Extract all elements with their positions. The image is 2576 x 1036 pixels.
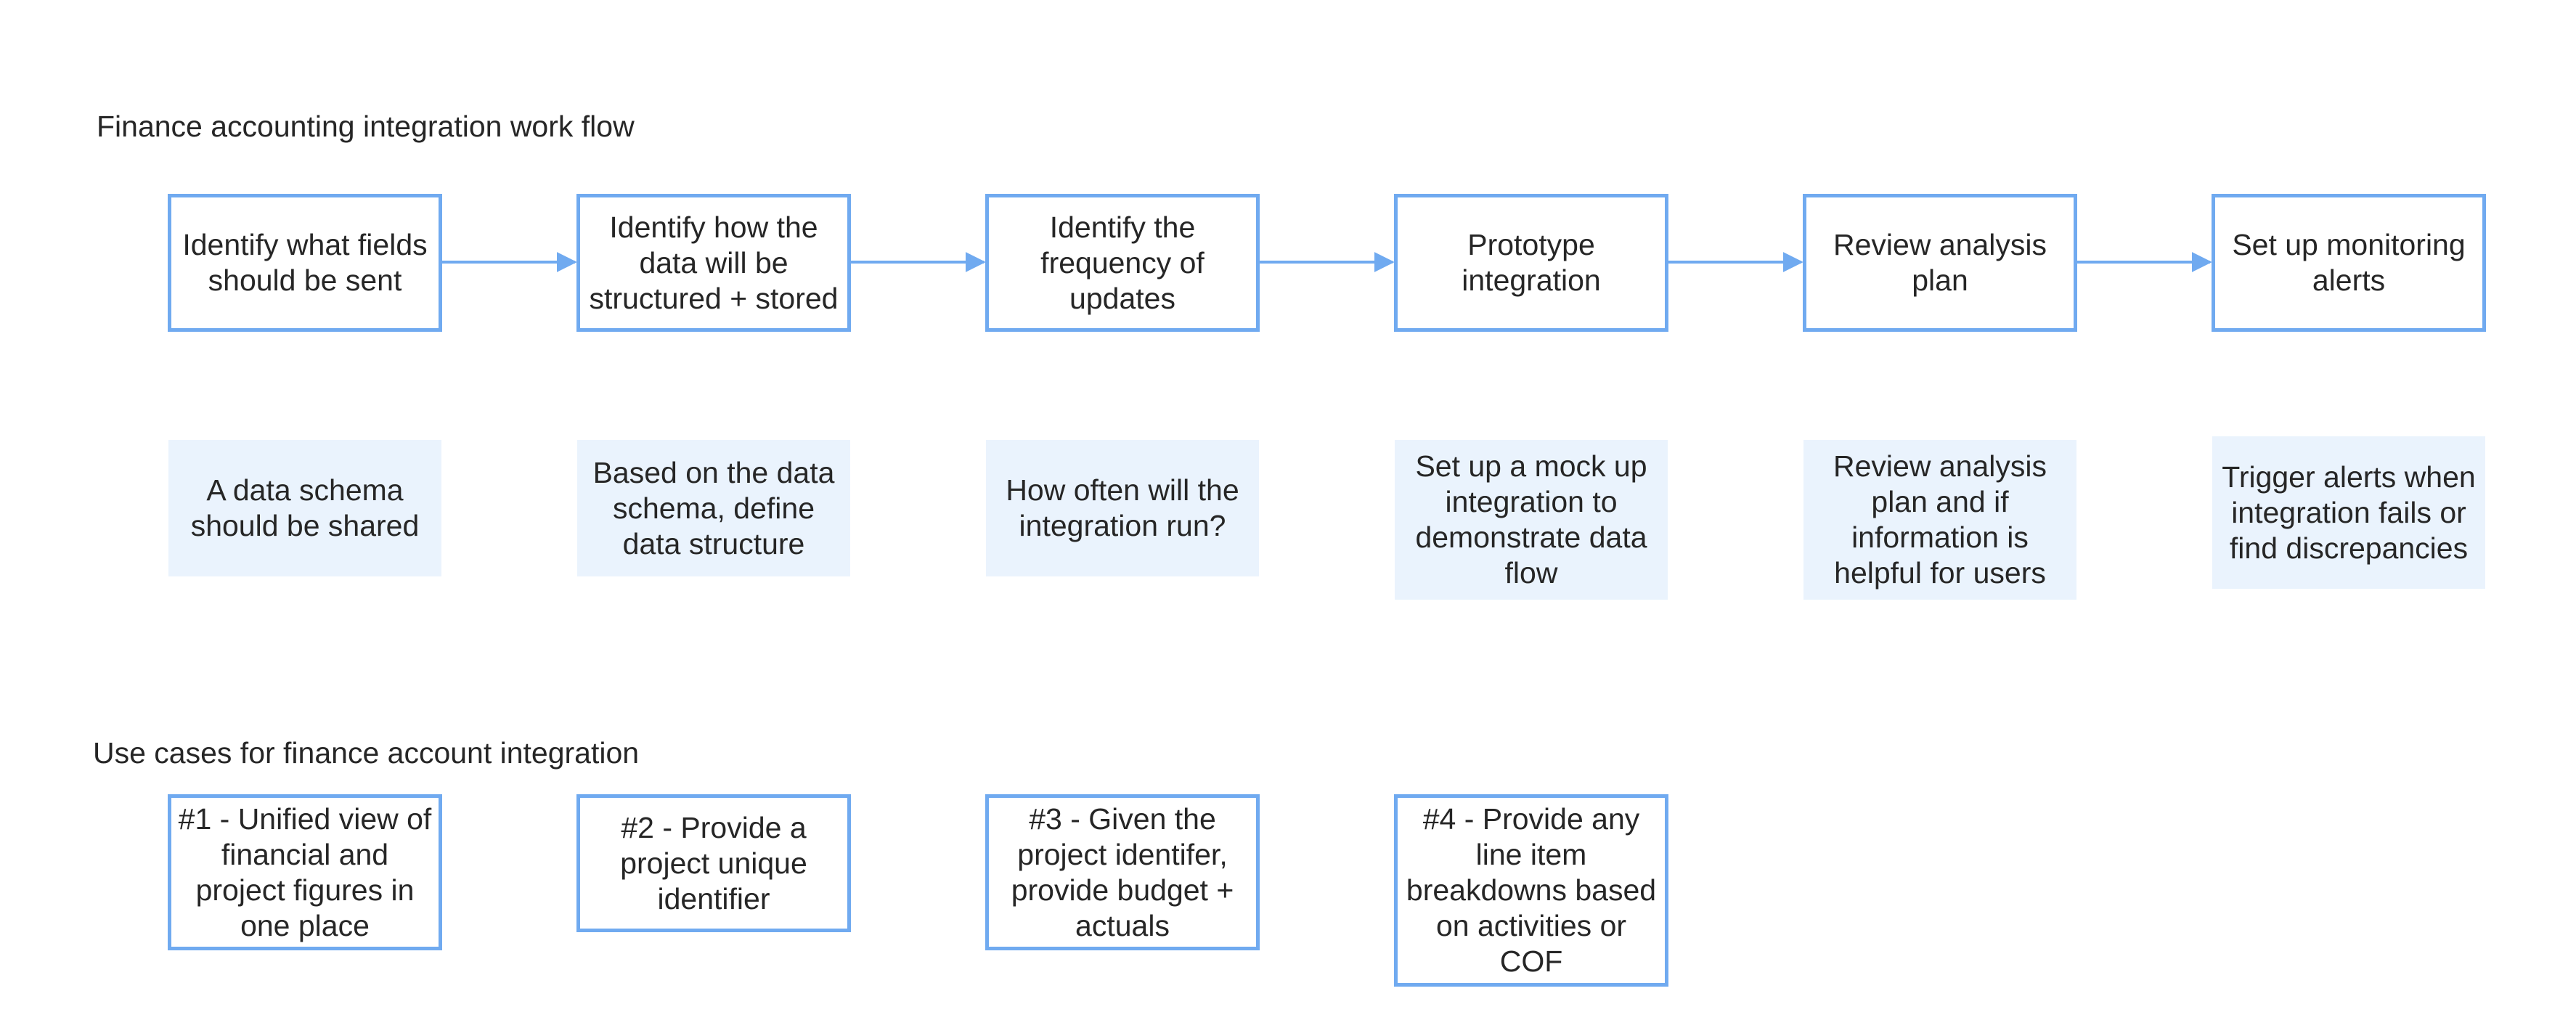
use-case-1-text: #1 - Unified view of financial and proje…: [178, 802, 432, 942]
workflow-step-2: Identify how the data will be structured…: [576, 194, 851, 332]
use-case-2: #2 - Provide a project unique identifier: [576, 794, 851, 932]
workflow-note-3: How often will the integration run?: [986, 440, 1259, 576]
workflow-note-5-text: Review analysis plan and if information …: [1833, 449, 2047, 590]
workflow-note-5: Review analysis plan and if information …: [1803, 440, 2076, 600]
workflow-step-4-label: Prototype integration: [1462, 228, 1601, 297]
workflow-step-1: Identify what fields should be sent: [168, 194, 442, 332]
use-cases-title: Use cases for finance account integratio…: [93, 736, 640, 770]
workflow-note-6: Trigger alerts when integration fails or…: [2212, 436, 2485, 589]
workflow-step-2-label: Identify how the data will be structured…: [589, 210, 839, 315]
use-case-1: #1 - Unified view of financial and proje…: [168, 794, 442, 950]
workflow-note-1-text: A data schema should be shared: [190, 473, 420, 542]
use-case-2-text: #2 - Provide a project unique identifier: [620, 810, 807, 915]
workflow-step-4: Prototype integration: [1394, 194, 1668, 332]
workflow-note-4-text: Set up a mock up integration to demonstr…: [1415, 449, 1647, 590]
workflow-step-6-label: Set up monitoring alerts: [2232, 228, 2466, 297]
workflow-step-3: Identify the frequency of updates: [985, 194, 1260, 332]
workflow-step-3-label: Identify the frequency of updates: [1040, 210, 1205, 315]
use-case-4-text: #4 - Provide any line item breakdowns ba…: [1406, 802, 1657, 978]
use-case-4: #4 - Provide any line item breakdowns ba…: [1394, 794, 1668, 987]
workflow-note-6-text: Trigger alerts when integration fails or…: [2222, 460, 2476, 565]
workflow-note-1: A data schema should be shared: [168, 440, 441, 576]
workflow-step-1-label: Identify what fields should be sent: [182, 228, 428, 297]
workflow-step-5: Review analysis plan: [1803, 194, 2077, 332]
workflow-note-3-text: How often will the integration run?: [1006, 473, 1239, 542]
workflow-step-5-label: Review analysis plan: [1833, 228, 2047, 297]
workflow-step-6: Set up monitoring alerts: [2212, 194, 2486, 332]
workflow-note-2: Based on the data schema, define data st…: [577, 440, 850, 576]
use-case-3: #3 - Given the project identifer, provid…: [985, 794, 1260, 950]
workflow-note-2-text: Based on the data schema, define data st…: [592, 455, 835, 560]
use-case-3-text: #3 - Given the project identifer, provid…: [1011, 802, 1234, 942]
workflow-note-4: Set up a mock up integration to demonstr…: [1395, 440, 1668, 600]
workflow-title: Finance accounting integration work flow: [97, 110, 635, 143]
